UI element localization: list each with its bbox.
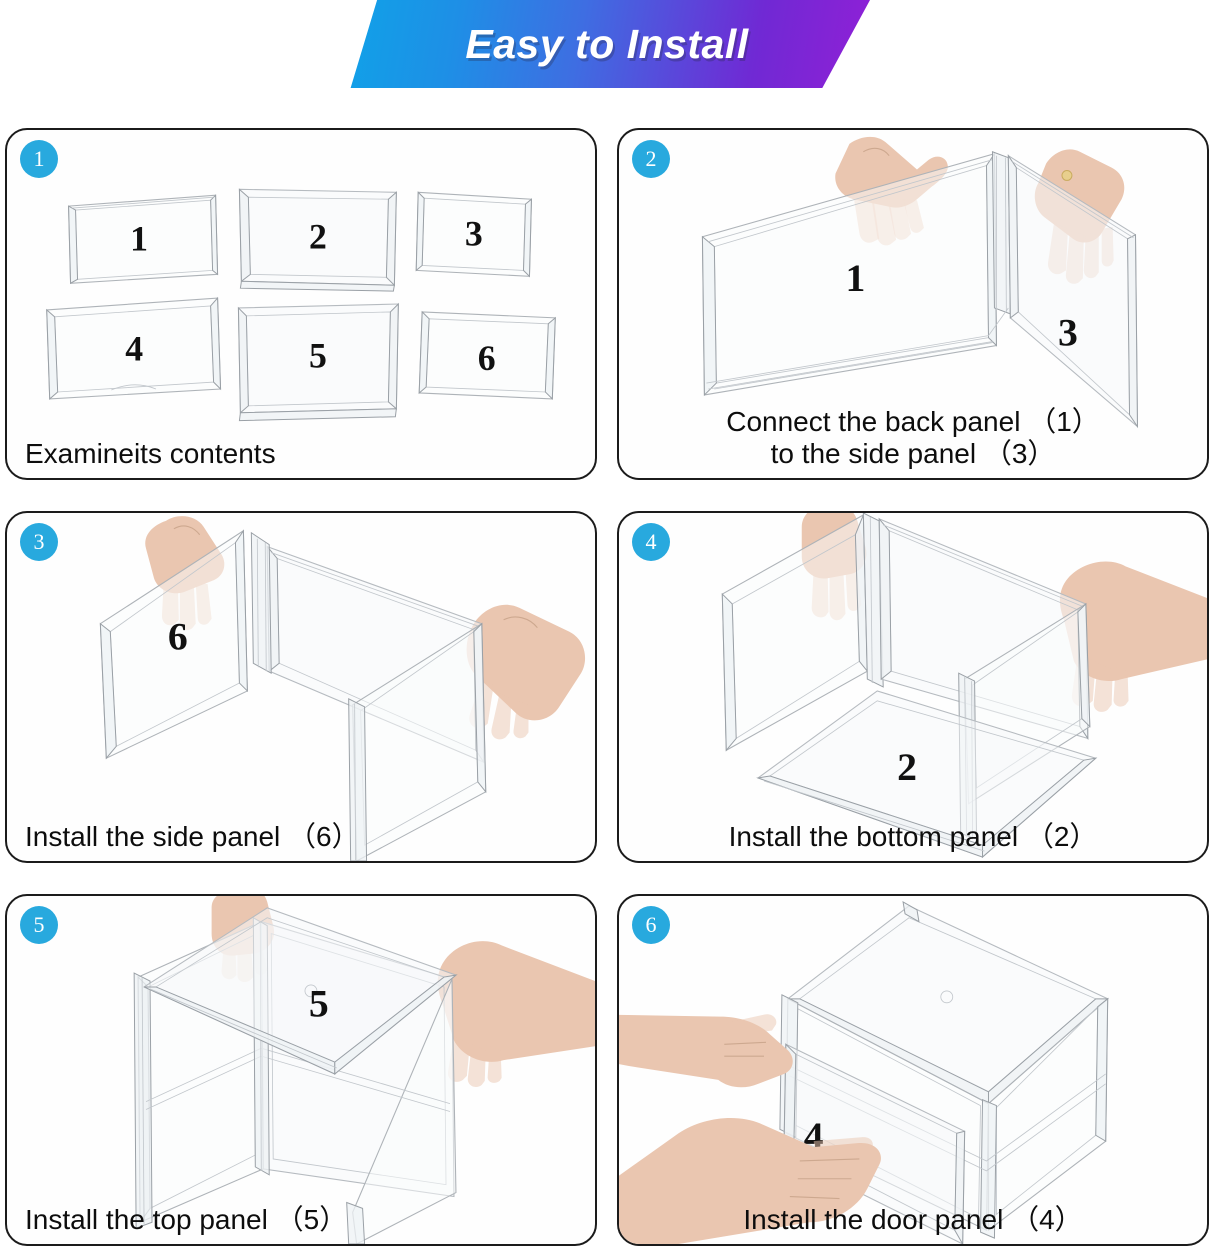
step-card-1: 1 1 2 [5, 128, 597, 480]
svg-text:3: 3 [1058, 311, 1078, 355]
svg-text:2: 2 [309, 217, 327, 257]
step-illustration-3: 6 [7, 513, 595, 861]
part-left-side [721, 514, 868, 752]
part-back-panel-1: 1 [701, 152, 997, 397]
svg-text:5: 5 [309, 982, 329, 1026]
step-caption-3: Install the side panel （6） [25, 821, 360, 853]
step-caption-2-line1: Connect the back panel （1） [726, 406, 1100, 438]
corner-post [991, 151, 1011, 315]
floor-rail [706, 307, 1009, 390]
part-panel-4: 4 [46, 296, 222, 400]
svg-text:6: 6 [168, 615, 188, 659]
part-panel-1: 1 [68, 194, 219, 285]
page-title: Easy to Install [465, 20, 749, 67]
svg-text:5: 5 [309, 335, 327, 375]
svg-text:3: 3 [465, 214, 483, 254]
step-caption-5: Install the top panel （5） [25, 1204, 348, 1236]
step-caption-2: Connect the back panel （1） to the side p… [619, 406, 1207, 470]
hand-left [145, 516, 225, 631]
part-door-panel-4: 4 [783, 1043, 966, 1244]
step-badge-4: 4 [632, 523, 670, 561]
step-badge-5: 5 [20, 906, 58, 944]
step-illustration-5: 5 [7, 896, 595, 1244]
step-card-5: 5 [5, 894, 597, 1246]
corner-post [862, 513, 884, 688]
step-badge-1: 1 [20, 140, 58, 178]
steps-grid: 1 1 2 [5, 128, 1209, 1246]
step-illustration-4: 2 [619, 513, 1207, 861]
part-right-panel [352, 622, 487, 861]
hand-upper-left [619, 1014, 793, 1088]
svg-text:4: 4 [125, 328, 143, 368]
header-banner: Easy to Install [0, 0, 1214, 92]
svg-text:1: 1 [845, 256, 865, 300]
part-side-panel-3: 3 [1007, 154, 1139, 429]
svg-text:6: 6 [478, 338, 496, 378]
svg-text:1: 1 [130, 219, 148, 259]
step-card-6: 6 [617, 894, 1209, 1246]
step-caption-2-line2: to the side panel （3） [770, 438, 1056, 470]
step-badge-6: 6 [632, 906, 670, 944]
step-card-2: 2 [617, 128, 1209, 480]
part-side-panel-6: 6 [99, 529, 248, 760]
part-bottom-panel-2: 2 [756, 690, 1098, 859]
step-badge-2: 2 [632, 140, 670, 178]
hand-right [437, 941, 595, 1088]
step-illustration-2: 1 3 [619, 130, 1207, 478]
part-panel-6: 6 [418, 310, 556, 401]
banner-shape [350, 0, 870, 88]
step-caption-1: Examineits contents [25, 438, 276, 470]
step-card-4: 4 [617, 511, 1209, 863]
step-illustration-1: 1 2 3 [7, 130, 595, 478]
hand-left [835, 136, 948, 246]
step-caption-4: Install the bottom panel （2） [728, 821, 1098, 853]
part-panel-3: 3 [415, 191, 532, 278]
corner-post-left [250, 531, 272, 675]
step-illustration-6: 4 [619, 896, 1207, 1244]
part-panel-5: 5 [237, 302, 399, 422]
step-badge-3: 3 [20, 523, 58, 561]
part-panel-2: 2 [238, 188, 397, 292]
svg-text:2: 2 [897, 745, 917, 789]
step-card-3: 3 [5, 511, 597, 863]
step-caption-6: Install the door panel （4） [743, 1204, 1083, 1236]
hand-lower-right [619, 1118, 881, 1244]
front-post [348, 698, 368, 861]
part-top-panel-5: 5 [142, 907, 458, 1075]
